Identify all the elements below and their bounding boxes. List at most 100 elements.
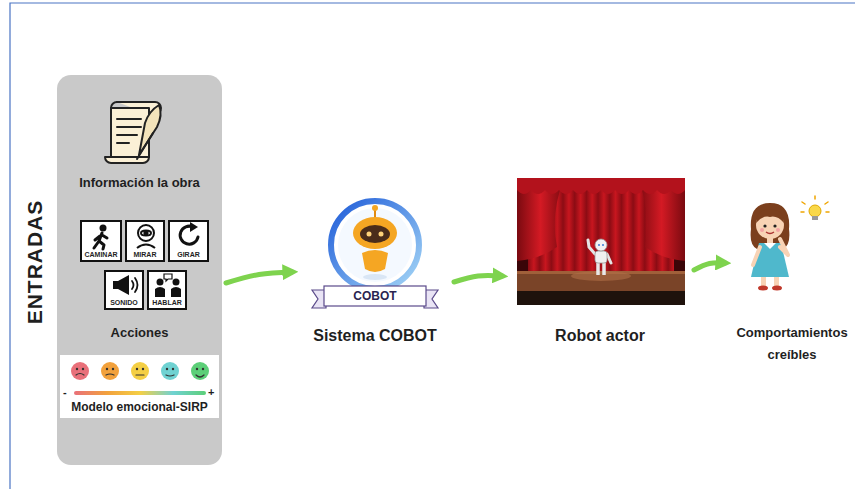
action-label: SONIDO xyxy=(106,298,142,307)
nao-robot xyxy=(588,240,595,254)
input-panel: ENTRADASInformación la obraAccionesCAMIN… xyxy=(57,75,222,465)
look-icon xyxy=(144,231,147,234)
girl-figure xyxy=(772,286,782,291)
cobot-ribbon xyxy=(324,286,426,306)
walk-icon xyxy=(94,233,107,249)
theatre-stage xyxy=(517,271,685,291)
action-box: SONIDO xyxy=(104,270,144,310)
sound-icon xyxy=(113,275,129,295)
idea-bulb xyxy=(812,216,818,220)
nao-robot xyxy=(598,262,604,275)
stage-caption: Sistema COBOT xyxy=(300,326,450,346)
action-box: CAMINAR xyxy=(80,220,122,262)
emotion-faces xyxy=(166,368,168,370)
emotion-model-box: Modelo emocional-SIRP xyxy=(60,355,219,418)
theatre-stage xyxy=(517,178,685,194)
girl-figure xyxy=(764,243,776,249)
cobot-logo xyxy=(360,225,390,243)
nao-robot xyxy=(607,254,611,263)
cobot-logo xyxy=(362,250,388,272)
emotion-model-caption: Modelo emocional-SIRP xyxy=(60,400,219,415)
theatre-stage xyxy=(517,178,685,305)
cobot-logo xyxy=(374,210,376,217)
action-label: GIRAR xyxy=(170,250,207,259)
look-icon xyxy=(137,225,155,248)
cobot-logo xyxy=(353,217,397,249)
girl-figure xyxy=(751,203,790,291)
scroll-icon xyxy=(105,157,149,163)
believable-behaviour-art xyxy=(733,195,851,370)
emotion-scale xyxy=(74,391,206,395)
frame-line xyxy=(10,3,855,489)
emotion-faces xyxy=(112,368,114,370)
nao-robot xyxy=(588,239,611,275)
sound-icon xyxy=(113,275,138,295)
girl-figure xyxy=(758,286,768,291)
emotion-faces xyxy=(71,362,89,380)
flow-arrow xyxy=(454,276,502,282)
logo-label: COBOT xyxy=(324,289,426,303)
scale-end-mark: + xyxy=(208,386,214,398)
emotion-faces xyxy=(196,368,198,370)
girl-figure xyxy=(756,209,784,223)
emotion-faces xyxy=(76,374,84,376)
theatre-stage xyxy=(517,291,685,305)
inputs-caption: Acciones xyxy=(57,325,222,341)
believable-behaviour: Comportamientos creíbles xyxy=(733,195,851,370)
emotion-faces xyxy=(166,375,174,376)
emotion-faces xyxy=(161,362,179,380)
action-box: MIRAR xyxy=(125,220,165,262)
theatre-stage xyxy=(517,178,685,305)
cobot-system-art xyxy=(300,195,450,350)
emotion-faces xyxy=(131,362,149,380)
talk-icon xyxy=(155,287,165,297)
scroll-icon xyxy=(117,119,141,143)
cobot-logo xyxy=(331,201,419,289)
idea-bulb xyxy=(801,196,829,220)
action-label: CAMINAR xyxy=(82,250,120,259)
look-icon xyxy=(141,230,151,235)
walk-icon xyxy=(94,225,107,250)
nao-robot xyxy=(595,251,607,263)
stage-caption: Robot actor xyxy=(510,326,690,346)
girl-figure xyxy=(773,224,776,227)
turn-icon xyxy=(180,222,198,244)
nao-robot xyxy=(598,244,600,246)
talk-icon xyxy=(157,279,164,286)
idea-bulb xyxy=(809,205,821,217)
emotion-faces xyxy=(191,362,209,380)
cobot-logo xyxy=(367,232,372,237)
emotion-faces xyxy=(202,368,204,370)
emotion-faces xyxy=(136,368,138,370)
sound-icon xyxy=(132,278,138,292)
cobot-ribbon xyxy=(312,286,438,308)
scroll-icon xyxy=(137,133,153,159)
theatre-stage xyxy=(571,271,631,281)
turn-icon xyxy=(180,226,198,244)
emotion-faces xyxy=(172,368,174,370)
emotion-faces xyxy=(106,374,114,375)
look-icon xyxy=(138,225,154,241)
girl-figure xyxy=(763,224,766,227)
emotion-faces xyxy=(82,368,84,370)
look-icon xyxy=(137,245,155,249)
girl-figure xyxy=(753,247,760,265)
cobot-logo xyxy=(331,201,419,289)
action-box: GIRAR xyxy=(168,220,209,262)
robot-actor: Robot actor xyxy=(510,175,690,350)
turn-icon xyxy=(190,222,198,232)
emotion-faces xyxy=(136,374,144,375)
emotion-faces xyxy=(142,368,144,370)
emotion-faces xyxy=(106,368,108,370)
talk-icon xyxy=(173,279,180,286)
action-label: MIRAR xyxy=(127,250,163,259)
cobot-logo xyxy=(338,208,412,282)
nao-robot xyxy=(602,244,604,246)
emotion-faces xyxy=(71,362,209,380)
panel-heading: ENTRADAS xyxy=(23,192,47,332)
talk-icon xyxy=(171,287,181,297)
scroll-icon xyxy=(105,102,161,163)
emotion-faces xyxy=(101,362,119,380)
stage-caption: Comportamientos creíbles xyxy=(733,322,851,366)
